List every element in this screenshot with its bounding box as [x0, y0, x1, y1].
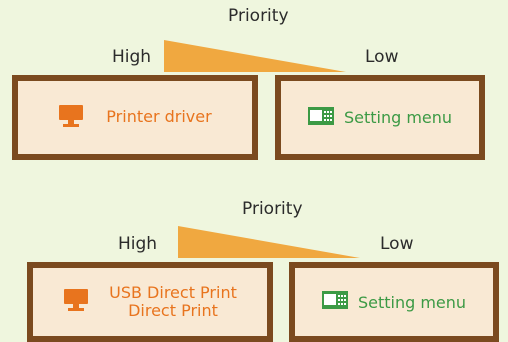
label-line: Direct Print	[128, 301, 218, 320]
low-label: Low	[380, 234, 414, 254]
setting-menu-box: Setting menu	[275, 75, 485, 160]
priority-gradient-triangle	[178, 226, 360, 258]
printer-driver-box: Printer driver	[12, 75, 258, 160]
control-panel-icon	[321, 291, 348, 313]
high-label: High	[118, 234, 158, 254]
setting-menu-label: Setting menu	[357, 292, 467, 312]
low-label: Low	[365, 47, 399, 67]
setting-menu-label: Setting menu	[343, 108, 453, 127]
priority-gradient-triangle	[164, 40, 346, 72]
label-line: USB Direct Print	[109, 282, 237, 302]
usb-direct-print-label: USB Direct Print Direct Print	[109, 282, 237, 321]
printer-driver-label: Printer driver	[106, 107, 212, 127]
priority-label: Priority	[228, 6, 289, 26]
high-label: High	[112, 47, 152, 67]
setting-menu-box: Setting menu	[289, 262, 499, 342]
control-panel-icon	[307, 106, 334, 129]
usb-direct-print-box: USB Direct Print Direct Print	[27, 262, 273, 342]
priority-label: Priority	[242, 199, 303, 219]
computer-monitor-icon	[58, 104, 84, 132]
label-line: Printer driver	[106, 107, 212, 127]
computer-monitor-icon	[63, 288, 89, 316]
